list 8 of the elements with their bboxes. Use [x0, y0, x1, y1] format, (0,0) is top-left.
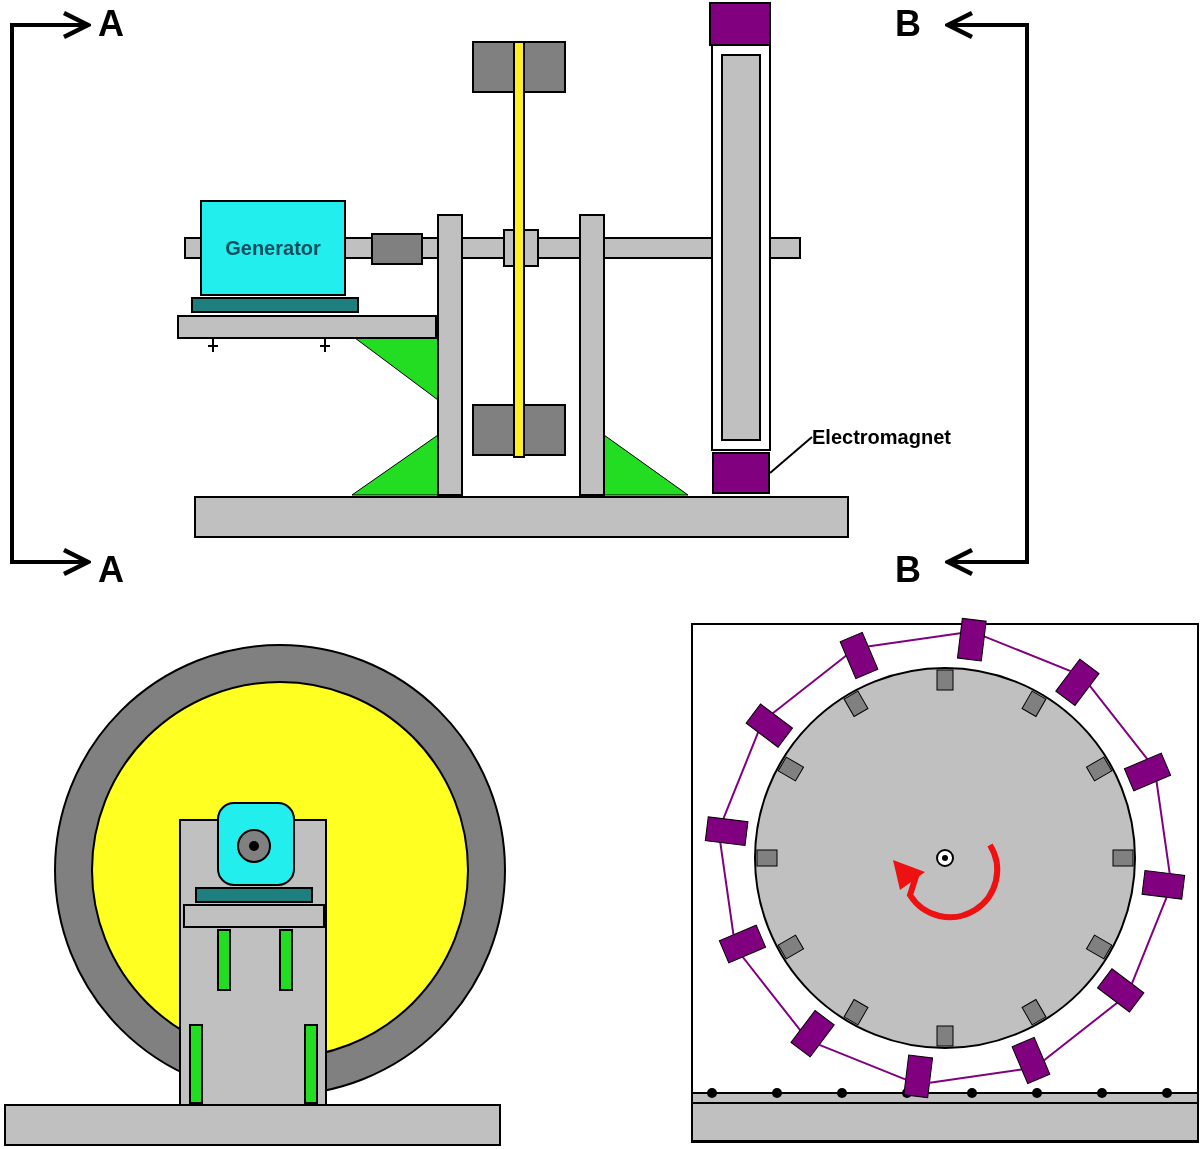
section-letter: A — [98, 6, 124, 42]
leader-line — [769, 436, 813, 474]
part-label: Electromagnet — [812, 424, 1002, 450]
electromagnet-block — [712, 452, 770, 494]
section-letter: A — [98, 552, 124, 588]
section-letter: B — [895, 552, 921, 588]
generator-box: Generator — [200, 200, 346, 296]
section-letter: B — [895, 6, 921, 42]
